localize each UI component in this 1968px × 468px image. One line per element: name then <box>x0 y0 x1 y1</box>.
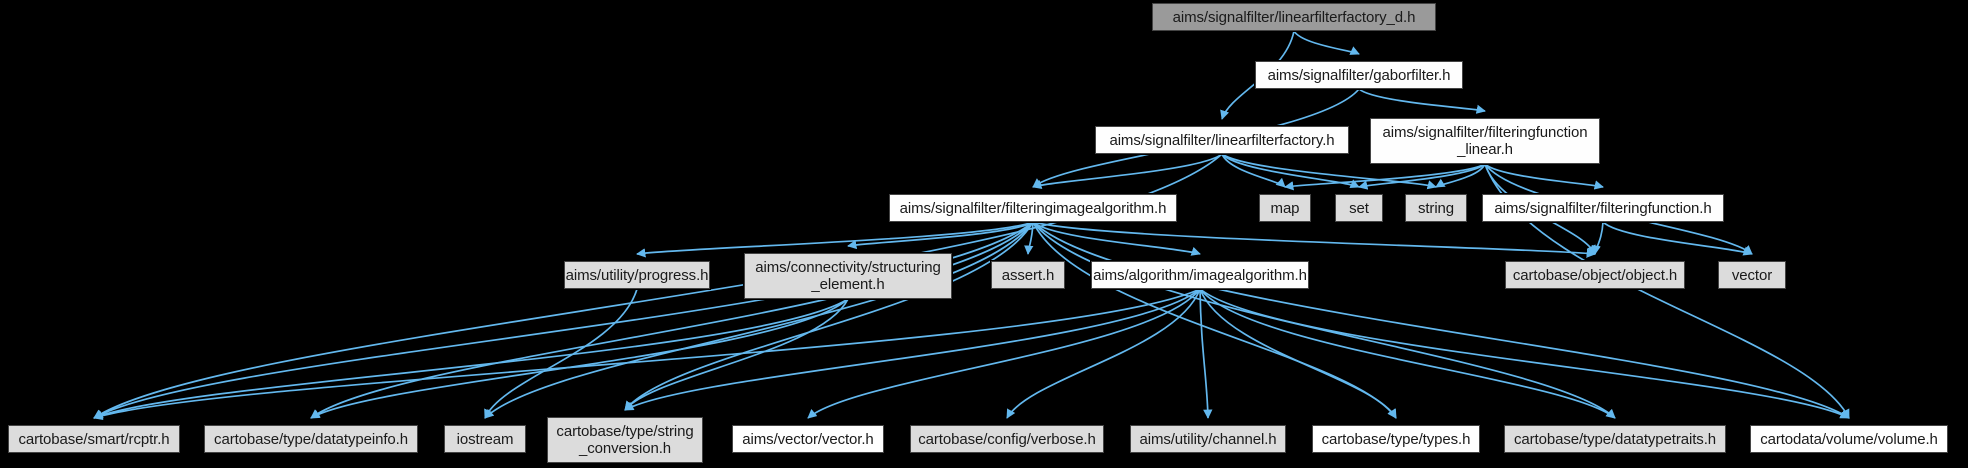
graph-node[interactable]: iostream <box>443 424 527 454</box>
graph-node[interactable]: cartobase/type/types.h <box>1311 424 1481 454</box>
graph-node[interactable]: aims/signalfilter/linearfilterfactory.h <box>1094 125 1350 155</box>
graph-node[interactable]: aims/signalfilter/linearfilterfactory_d.… <box>1151 2 1437 32</box>
graph-edge <box>1199 288 1397 419</box>
graph-edge <box>1221 153 1437 190</box>
graph-node[interactable]: cartobase/type/datatypeinfo.h <box>203 424 419 454</box>
graph-edge <box>93 298 849 420</box>
graph-node[interactable]: cartobase/smart/rcptr.h <box>7 424 181 454</box>
graph-edge <box>636 221 1034 258</box>
graph-edge <box>1032 221 1850 419</box>
graph-node[interactable]: map <box>1258 193 1312 223</box>
graph-node[interactable]: vector <box>1717 260 1787 290</box>
graph-node[interactable]: cartobase/config/verbose.h <box>909 424 1105 454</box>
graph-node[interactable]: aims/utility/channel.h <box>1129 424 1287 454</box>
graph-node[interactable]: cartobase/type/datatypetraits.h <box>1503 424 1727 454</box>
graph-edge <box>1199 288 1616 419</box>
graph-edge <box>93 288 1201 421</box>
graph-edge <box>1435 163 1486 188</box>
graph-edge-group <box>93 30 1850 421</box>
graph-node[interactable]: aims/signalfilter/filteringimagealgorith… <box>888 193 1178 223</box>
graph-node[interactable]: cartobase/object/object.h <box>1504 260 1686 290</box>
graph-edge <box>624 288 1201 411</box>
graph-edge <box>310 298 849 419</box>
graph-node[interactable]: aims/utility/progress.h <box>563 260 711 290</box>
graph-edge <box>1591 221 1604 255</box>
graph-node[interactable]: set <box>1334 193 1384 223</box>
graph-edge <box>807 288 1201 419</box>
graph-edge <box>484 221 1034 419</box>
graph-edge <box>624 221 1034 411</box>
graph-node[interactable]: string <box>1404 193 1468 223</box>
graph-edge <box>1032 221 1201 256</box>
graph-node[interactable]: cartobase/type/string _conversion.h <box>546 416 704 464</box>
graph-edge <box>1484 163 1604 190</box>
graph-edge <box>624 298 849 411</box>
graph-edge <box>1358 163 1486 190</box>
graph-node[interactable]: aims/algorithm/imagealgorithm.h <box>1090 260 1310 290</box>
graph-edge <box>1358 88 1486 114</box>
graph-edge <box>1006 288 1201 419</box>
graph-edge <box>93 221 1034 419</box>
graph-edge <box>484 288 638 419</box>
graph-edge <box>1199 288 1213 419</box>
graph-edge <box>847 221 1034 250</box>
graph-edge <box>1221 153 1286 188</box>
graph-node[interactable]: cartodata/volume/volume.h <box>1749 424 1949 454</box>
graph-node[interactable]: assert.h <box>990 260 1066 290</box>
graph-edge <box>1293 30 1360 55</box>
graph-node[interactable]: aims/signalfilter/filteringfunction _lin… <box>1369 117 1601 165</box>
graph-node[interactable]: aims/connectivity/structuring _element.h <box>743 252 953 300</box>
graph-edge <box>1221 153 1360 189</box>
graph-edge <box>1024 221 1034 255</box>
graph-edge <box>1199 288 1850 419</box>
graph-edge <box>1284 163 1486 191</box>
graph-edge <box>310 221 1034 419</box>
graph-edge <box>1602 221 1753 256</box>
graph-node[interactable]: aims/signalfilter/filteringfunction.h <box>1481 193 1725 223</box>
graph-node[interactable]: aims/signalfilter/gaborfilter.h <box>1254 60 1464 90</box>
graph-edge <box>1032 153 1223 189</box>
graph-edge <box>1032 221 1596 258</box>
graph-node[interactable]: aims/vector/vector.h <box>731 424 885 454</box>
